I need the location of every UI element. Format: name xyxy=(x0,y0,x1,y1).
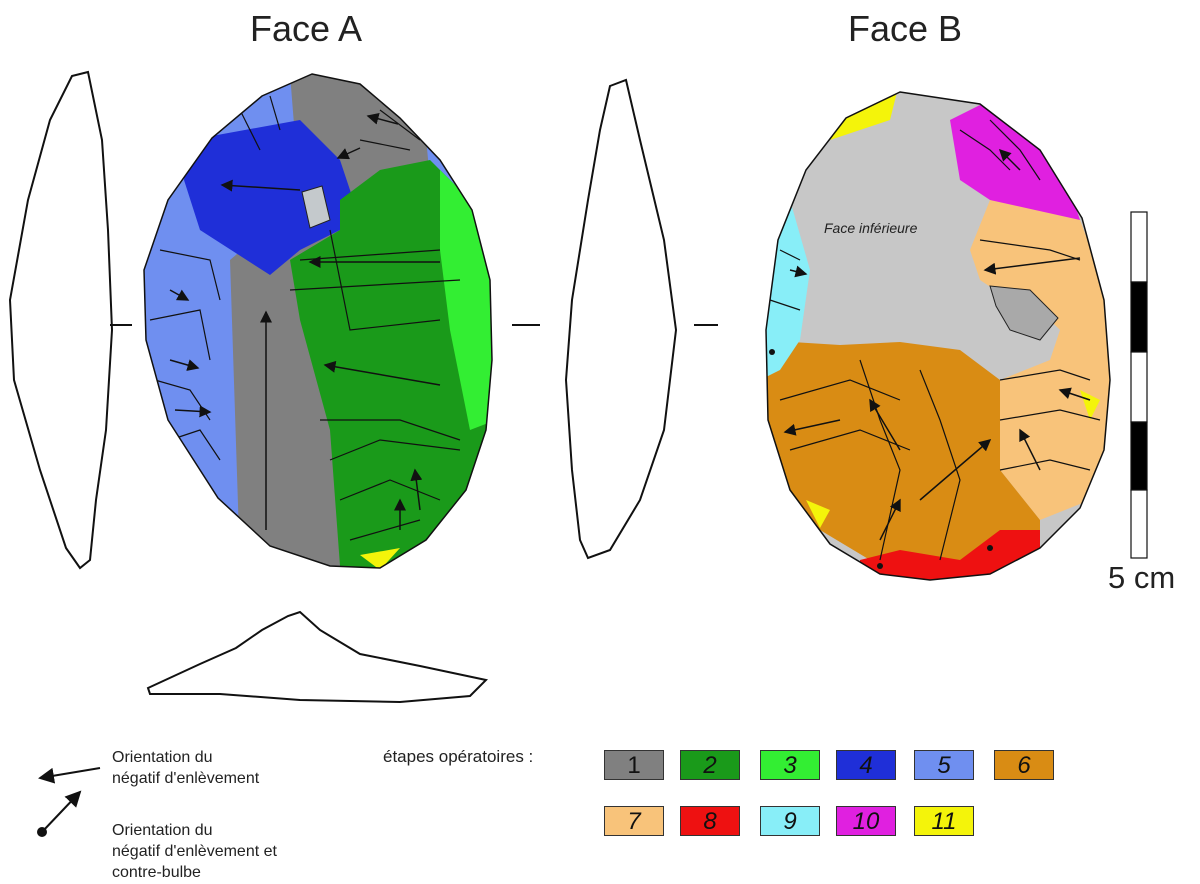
face-a-drawing xyxy=(144,74,492,568)
stage-swatch-1: 1 xyxy=(604,750,664,780)
stage-swatch-11: 11 xyxy=(914,806,974,836)
stage-swatch-5: 5 xyxy=(914,750,974,780)
face-a-outline xyxy=(143,73,493,569)
face-a-title: Face A xyxy=(250,8,363,49)
stage-swatch-9: 9 xyxy=(760,806,820,836)
stage-swatch-3: 3 xyxy=(760,750,820,780)
face-b-drawing xyxy=(766,92,1110,580)
scale-bar xyxy=(1130,211,1148,559)
cross-section-profile xyxy=(146,610,489,704)
stage-swatch-7: 7 xyxy=(604,806,664,836)
stage-swatch-10: 10 xyxy=(836,806,896,836)
scale-bar-label: 5 cm xyxy=(1108,560,1176,595)
legend-arrow-symbol xyxy=(38,767,101,784)
face-b-title: Face B xyxy=(848,8,963,49)
face-b-outline xyxy=(765,91,1111,581)
legend-arrow-text: Orientation du négatif d'enlèvement xyxy=(112,749,260,787)
side-profile-middle xyxy=(564,78,678,560)
side-profile-left xyxy=(8,70,114,570)
stage-swatch-2: 2 xyxy=(680,750,740,780)
legend-arrow-bulb-text: Orientation du négatif d'enlèvement et c… xyxy=(112,822,277,881)
stage-swatch-6: 6 xyxy=(994,750,1054,780)
stage-swatch-4: 4 xyxy=(836,750,896,780)
stages-label: étapes opératoires : xyxy=(383,747,534,766)
face-inferieure-label: Face inférieure xyxy=(824,220,918,236)
legend-arrow-bulb-symbol xyxy=(37,790,82,837)
stage-swatch-8: 8 xyxy=(680,806,740,836)
